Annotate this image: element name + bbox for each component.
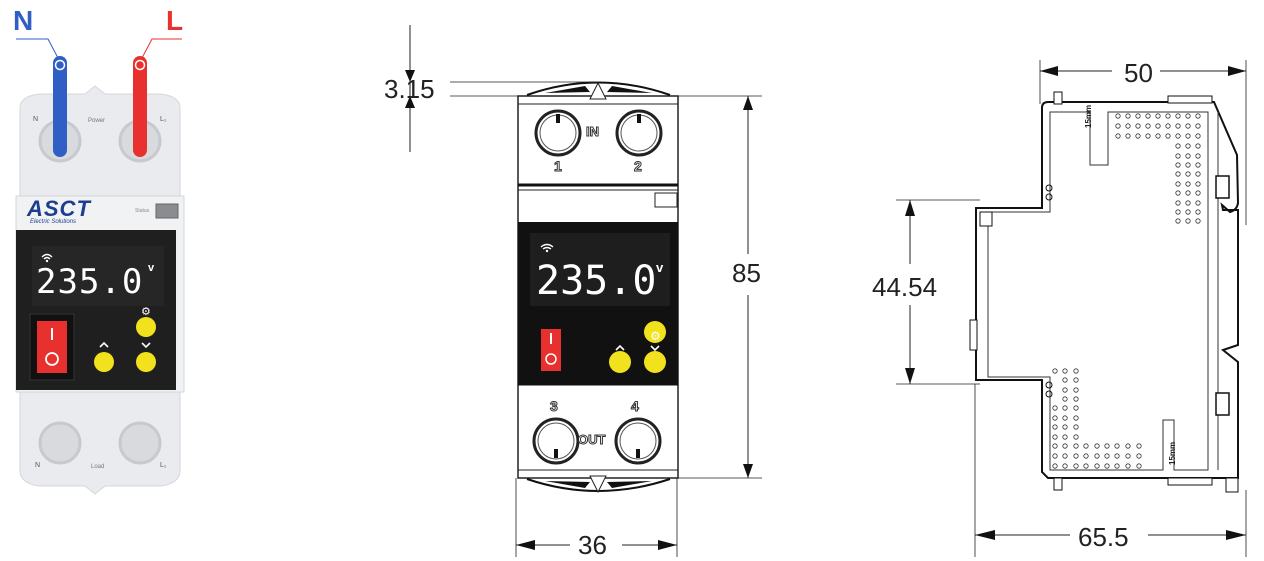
power-switch[interactable] [541,329,561,371]
terminal-4-label: 4 [631,398,640,415]
brand-tagline: Electric Solutions [30,219,77,225]
brand-logo: ASCT [27,196,91,221]
voltage-display: 235.0 [536,258,657,304]
bottom-terminal-n-label: N [35,462,41,469]
product-photo: N L N Power L₁ ASCT Electric Solutions S… [0,0,200,500]
top-terminal-n-label: N [33,116,39,123]
side-drawing-graphic [896,60,1247,557]
status-label: Status [135,208,150,214]
up-button[interactable] [609,351,631,373]
bottom-terminal-l-label: L₁ [160,462,167,469]
dimension-85: 85 [732,258,761,288]
settings-icon: ⚙ [141,306,151,318]
settings-button[interactable] [644,321,666,343]
up-button[interactable] [94,352,114,372]
front-dimension-drawing: IN 1 2 235.0 v ⚙ 3 4 OUT 3.15 85 36 [370,20,790,560]
dimension-65-5: 65.5 [1078,522,1129,552]
voltage-display: 235.0 [36,262,144,302]
power-switch[interactable] [37,321,67,373]
down-button[interactable] [644,351,666,373]
top-terminal-l-label: L₁ [160,116,167,123]
voltage-unit: v [656,260,664,275]
neutral-wire-label: N [13,5,34,36]
live-wire-label: L [166,5,184,36]
clip-15mm-label-bottom: 15mm [1168,441,1177,465]
out-label: OUT [577,432,606,448]
dimension-44-54: 44.54 [872,272,938,302]
product-photo-graphic [15,38,185,495]
front-drawing-graphic [405,25,762,557]
terminal-1-label: 1 [554,158,563,175]
clip-15mm-label-top: 15mm [1084,104,1093,128]
side-dimension-drawing: 15mm 15mm 50 44.54 65.5 [860,50,1264,557]
down-button[interactable] [136,352,156,372]
in-label: IN [586,124,600,140]
power-label: Power [88,118,106,124]
dimension-3-15: 3.15 [384,74,435,104]
terminal-3-label: 3 [550,398,559,415]
dimension-36: 36 [578,530,607,560]
dimension-50: 50 [1124,58,1153,88]
settings-button[interactable] [136,317,156,337]
voltage-unit: v [148,262,155,274]
settings-icon: ⚙ [650,329,661,343]
terminal-2-label: 2 [634,158,643,175]
load-label: Load [91,464,105,470]
